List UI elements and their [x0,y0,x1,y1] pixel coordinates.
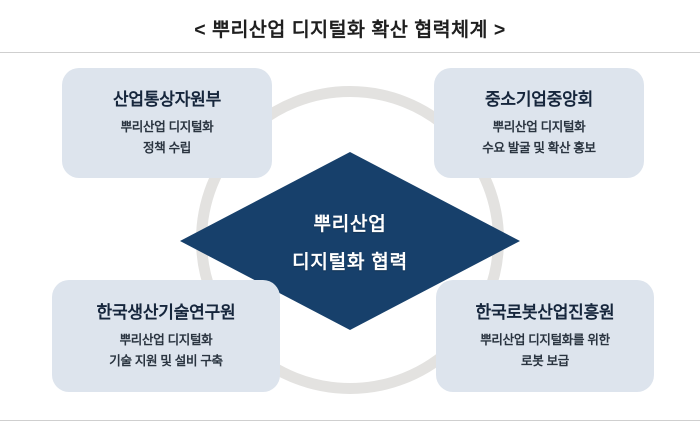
node-bottom-left-line-2: 기술 지원 및 설비 구축 [109,354,223,368]
node-bottom-left-title: 한국생산기술연구원 [96,302,236,322]
center-diamond-labels: 뿌리산업 디지털화 협력 [180,152,520,330]
node-top-left-line-2: 정책 수립 [143,141,191,155]
node-top-left-line-1: 뿌리산업 디지털화 [120,119,214,134]
page-title: < 뿌리산업 디지털화 확산 협력체계 > [194,18,506,41]
center-diamond-line-1: 뿌리산업 [313,213,387,235]
node-bottom-right-line-2: 로봇 보급 [521,354,569,368]
node-top-right-title: 중소기업중앙회 [484,89,594,109]
center-diamond-line-2: 디지털화 협력 [292,251,408,273]
bottom-divider [0,420,700,421]
node-bottom-right[interactable]: 한국로봇산업진흥원 뿌리산업 디지털화를 위한 로봇 보급 [436,280,654,392]
node-bottom-left-line-1: 뿌리산업 디지털화 [119,332,213,347]
top-divider [0,52,700,53]
node-top-left[interactable]: 산업통상자원부 뿌리산업 디지털화 정책 수립 [62,68,272,178]
node-bottom-left[interactable]: 한국생산기술연구원 뿌리산업 디지털화 기술 지원 및 설비 구축 [52,280,280,392]
node-bottom-right-line-1: 뿌리산업 디지털화를 위한 [480,332,610,347]
node-top-right-line-1: 뿌리산업 디지털화 [492,119,586,134]
node-top-left-title: 산업통상자원부 [112,89,222,109]
node-bottom-right-title: 한국로봇산업진흥원 [475,302,615,322]
node-top-right-line-2: 수요 발굴 및 확산 홍보 [482,141,596,155]
diagram-title-bar: < 뿌리산업 디지털화 확산 협력체계 > [0,10,700,44]
node-top-right[interactable]: 중소기업중앙회 뿌리산업 디지털화 수요 발굴 및 확산 홍보 [434,68,644,178]
